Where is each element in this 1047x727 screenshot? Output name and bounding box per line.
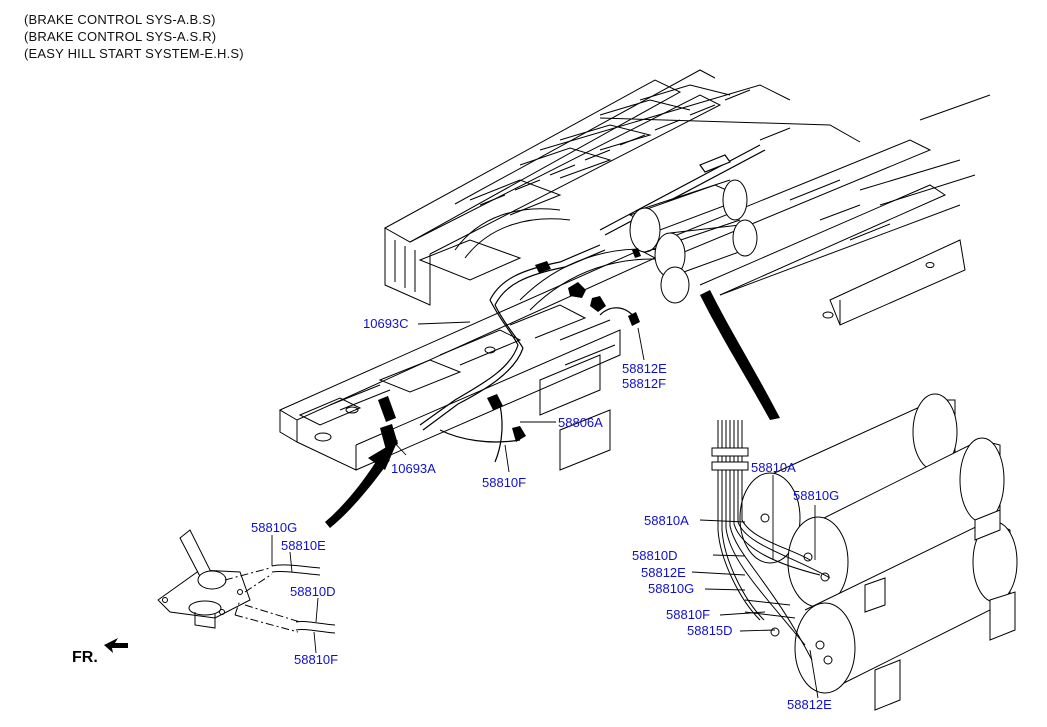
front-direction-arrow-icon	[104, 638, 128, 653]
callout-58815d[interactable]: 58815D	[687, 623, 733, 638]
callout-10693a[interactable]: 10693A	[391, 461, 436, 476]
callout-58810d-left[interactable]: 58810D	[290, 584, 336, 599]
callout-58810g-left[interactable]: 58810G	[251, 520, 298, 535]
callout-58810f-main[interactable]: 58810F	[482, 475, 527, 490]
air-tanks-main	[628, 179, 758, 304]
callout-58810e-left[interactable]: 58810E	[281, 538, 326, 553]
tank-detail-right	[711, 393, 1018, 711]
callout-58810g-right[interactable]: 58810G	[648, 581, 695, 596]
header-line-abs: (BRAKE CONTROL SYS-A.B.S)	[24, 12, 216, 27]
callout-58806a[interactable]: 58806A	[558, 415, 603, 430]
chassis-frame	[278, 69, 991, 471]
callout-58810d-right[interactable]: 58810D	[632, 548, 678, 563]
valve-fittings	[378, 248, 641, 450]
front-direction-label: FR.	[72, 649, 98, 666]
callout-58810g-top[interactable]: 58810G	[793, 488, 840, 503]
callout-58810f-left[interactable]: 58810F	[294, 652, 339, 667]
leader-lines-right	[691, 475, 819, 699]
leader-lines-left	[271, 535, 319, 654]
pedal-valve-detail	[157, 529, 336, 634]
callout-58810a-left[interactable]: 58810A	[644, 513, 689, 528]
leader-lines-main	[389, 321, 645, 473]
callout-58810f-right[interactable]: 58810F	[666, 607, 711, 622]
callout-58810a-top[interactable]: 58810A	[751, 460, 796, 475]
callout-10693c[interactable]: 10693C	[363, 316, 409, 331]
callout-58812f-main[interactable]: 58812F	[622, 376, 667, 391]
callout-58812e-right[interactable]: 58812E	[641, 565, 686, 580]
header-line-asr: (BRAKE CONTROL SYS-A.S.R)	[24, 29, 217, 44]
callout-58812e-main[interactable]: 58812E	[622, 361, 667, 376]
header-line-ehs: (EASY HILL START SYSTEM-E.H.S)	[24, 46, 244, 61]
callout-58812e-bottom[interactable]: 58812E	[787, 697, 832, 712]
zoom-arrows	[325, 290, 780, 528]
